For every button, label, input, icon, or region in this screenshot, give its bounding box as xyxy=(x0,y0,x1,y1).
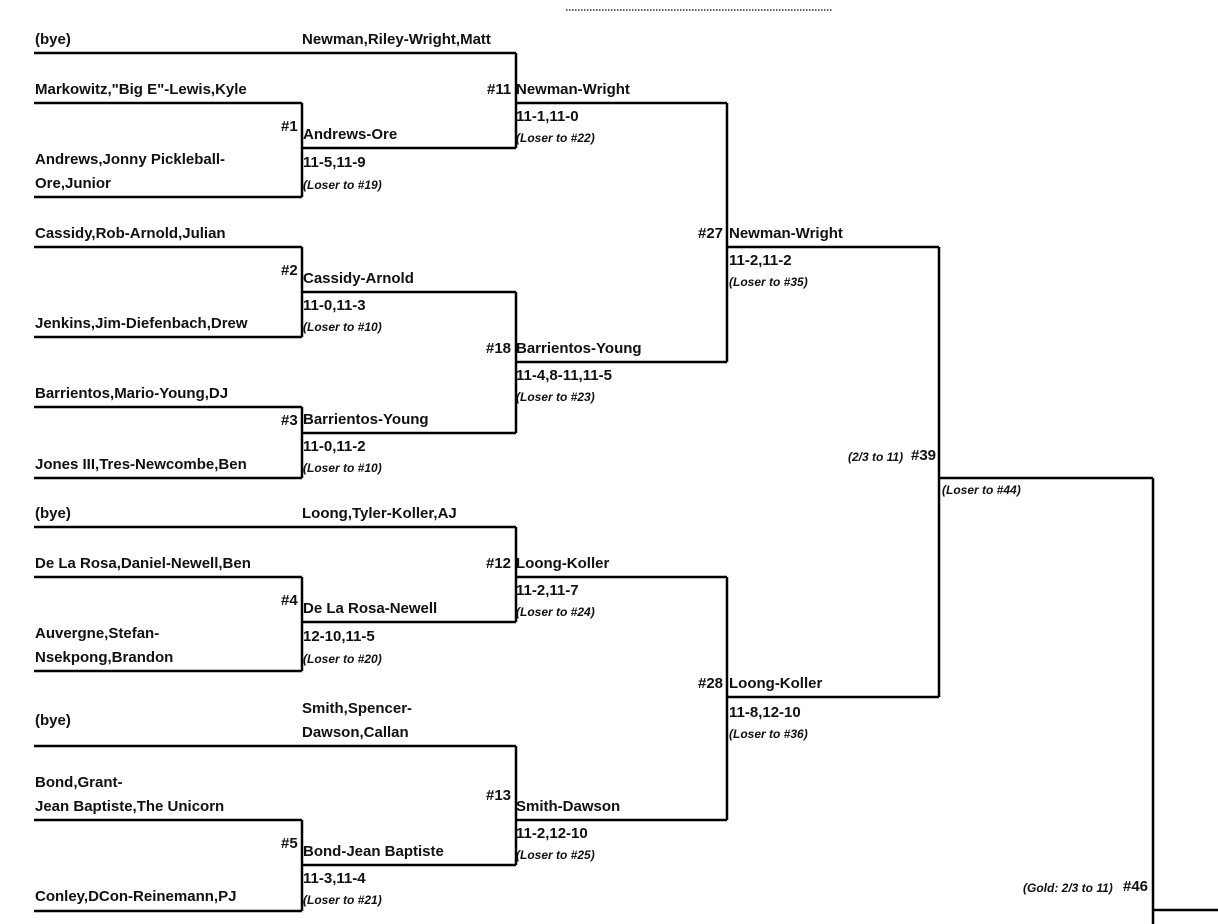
match-number: #2 xyxy=(281,262,298,279)
loser-note: (Loser to #24) xyxy=(516,605,595,619)
match-score: 11-0,11-3 xyxy=(303,297,366,314)
loser-note: (Loser to #22) xyxy=(516,131,595,145)
match-score: 11-5,11-9 xyxy=(303,154,366,171)
entry-team: De La Rosa,Daniel-Newell,Ben xyxy=(35,555,251,572)
entry-team: Conley,DCon-Reinemann,PJ xyxy=(35,888,237,905)
match-score: 12-10,11-5 xyxy=(303,628,375,645)
entry-team: Barrientos,Mario-Young,DJ xyxy=(35,385,229,402)
match-number: #4 xyxy=(281,592,298,609)
match-winner: Loong-Koller xyxy=(729,675,823,692)
loser-note: (Loser to #25) xyxy=(516,848,595,862)
loser-note: (Loser to #23) xyxy=(516,390,595,404)
match-winner: Newman-Wright xyxy=(516,81,630,98)
entry-team: Markowitz,"Big E"-Lewis,Kyle xyxy=(35,81,247,98)
match-number: #18 xyxy=(486,340,512,357)
entry-team: Andrews,Jonny Pickleball- xyxy=(35,151,226,168)
entry-bye: (bye) xyxy=(35,31,71,48)
match-winner: Barrientos-Young xyxy=(516,340,642,357)
match-number: #28 xyxy=(698,675,724,692)
entry-team: Jones III,Tres-Newcombe,Ben xyxy=(35,456,247,473)
entry-team: Ore,Junior xyxy=(35,175,111,192)
match-winner: Smith-Dawson xyxy=(516,798,621,815)
match-score: 11-4,8-11,11-5 xyxy=(516,367,612,384)
match-score: 11-8,12-10 xyxy=(729,704,801,721)
match-winner: Cassidy-Arnold xyxy=(303,270,414,287)
match-format-note: (Gold: 2/3 to 11) xyxy=(1023,881,1113,895)
match-winner: Bond-Jean Baptiste xyxy=(303,843,444,860)
match-number: #13 xyxy=(486,787,512,804)
match-score: 11-0,11-2 xyxy=(303,438,366,455)
match-winner: Loong-Koller xyxy=(516,555,610,572)
entry-team: Jenkins,Jim-Diefenbach,Drew xyxy=(35,315,248,332)
match-score: 11-3,11-4 xyxy=(303,870,366,887)
bye-advance-team: Smith,Spencer- xyxy=(302,700,413,717)
entry-team: Cassidy,Rob-Arnold,Julian xyxy=(35,225,226,242)
entry-team: Nsekpong,Brandon xyxy=(35,649,174,666)
match-score: 11-2,12-10 xyxy=(516,825,588,842)
loser-note: (Loser to #21) xyxy=(303,893,382,907)
bye-advance-team: Newman,Riley-Wright,Matt xyxy=(302,31,491,48)
match-number: #39 xyxy=(911,447,937,464)
entry-bye: (bye) xyxy=(35,505,71,522)
match-winner: Andrews-Ore xyxy=(303,126,398,143)
match-score: 11-2,11-2 xyxy=(729,252,792,269)
match-score: 11-1,11-0 xyxy=(516,108,579,125)
match-number: #5 xyxy=(281,835,298,852)
match-format-note: (2/3 to 11) xyxy=(848,450,904,464)
loser-note: (Loser to #36) xyxy=(729,727,808,741)
match-winner: Newman-Wright xyxy=(729,225,843,242)
match-number: #1 xyxy=(281,118,298,135)
bye-advance-team: Dawson,Callan xyxy=(302,724,409,741)
match-score: 11-2,11-7 xyxy=(516,582,579,599)
loser-note: (Loser to #10) xyxy=(303,461,382,475)
match-winner: Barrientos-Young xyxy=(303,411,429,428)
match-number: #11 xyxy=(487,81,512,98)
bye-advance-team: Loong,Tyler-Koller,AJ xyxy=(302,505,457,522)
match-number: #3 xyxy=(281,412,298,429)
loser-note: (Loser to #20) xyxy=(303,652,382,666)
loser-note: (Loser to #44) xyxy=(942,483,1021,497)
match-winner: De La Rosa-Newell xyxy=(303,600,438,617)
match-number: #12 xyxy=(486,555,512,572)
match-number: #46 xyxy=(1123,878,1149,895)
entry-team: Jean Baptiste,The Unicorn xyxy=(35,798,225,815)
entry-bye: (bye) xyxy=(35,712,71,729)
loser-note: (Loser to #10) xyxy=(303,320,382,334)
loser-note: (Loser to #19) xyxy=(303,178,382,192)
entry-team: Auvergne,Stefan- xyxy=(35,625,160,642)
match-number: #27 xyxy=(698,225,724,242)
loser-note: (Loser to #35) xyxy=(729,275,808,289)
entry-team: Bond,Grant- xyxy=(35,774,123,791)
